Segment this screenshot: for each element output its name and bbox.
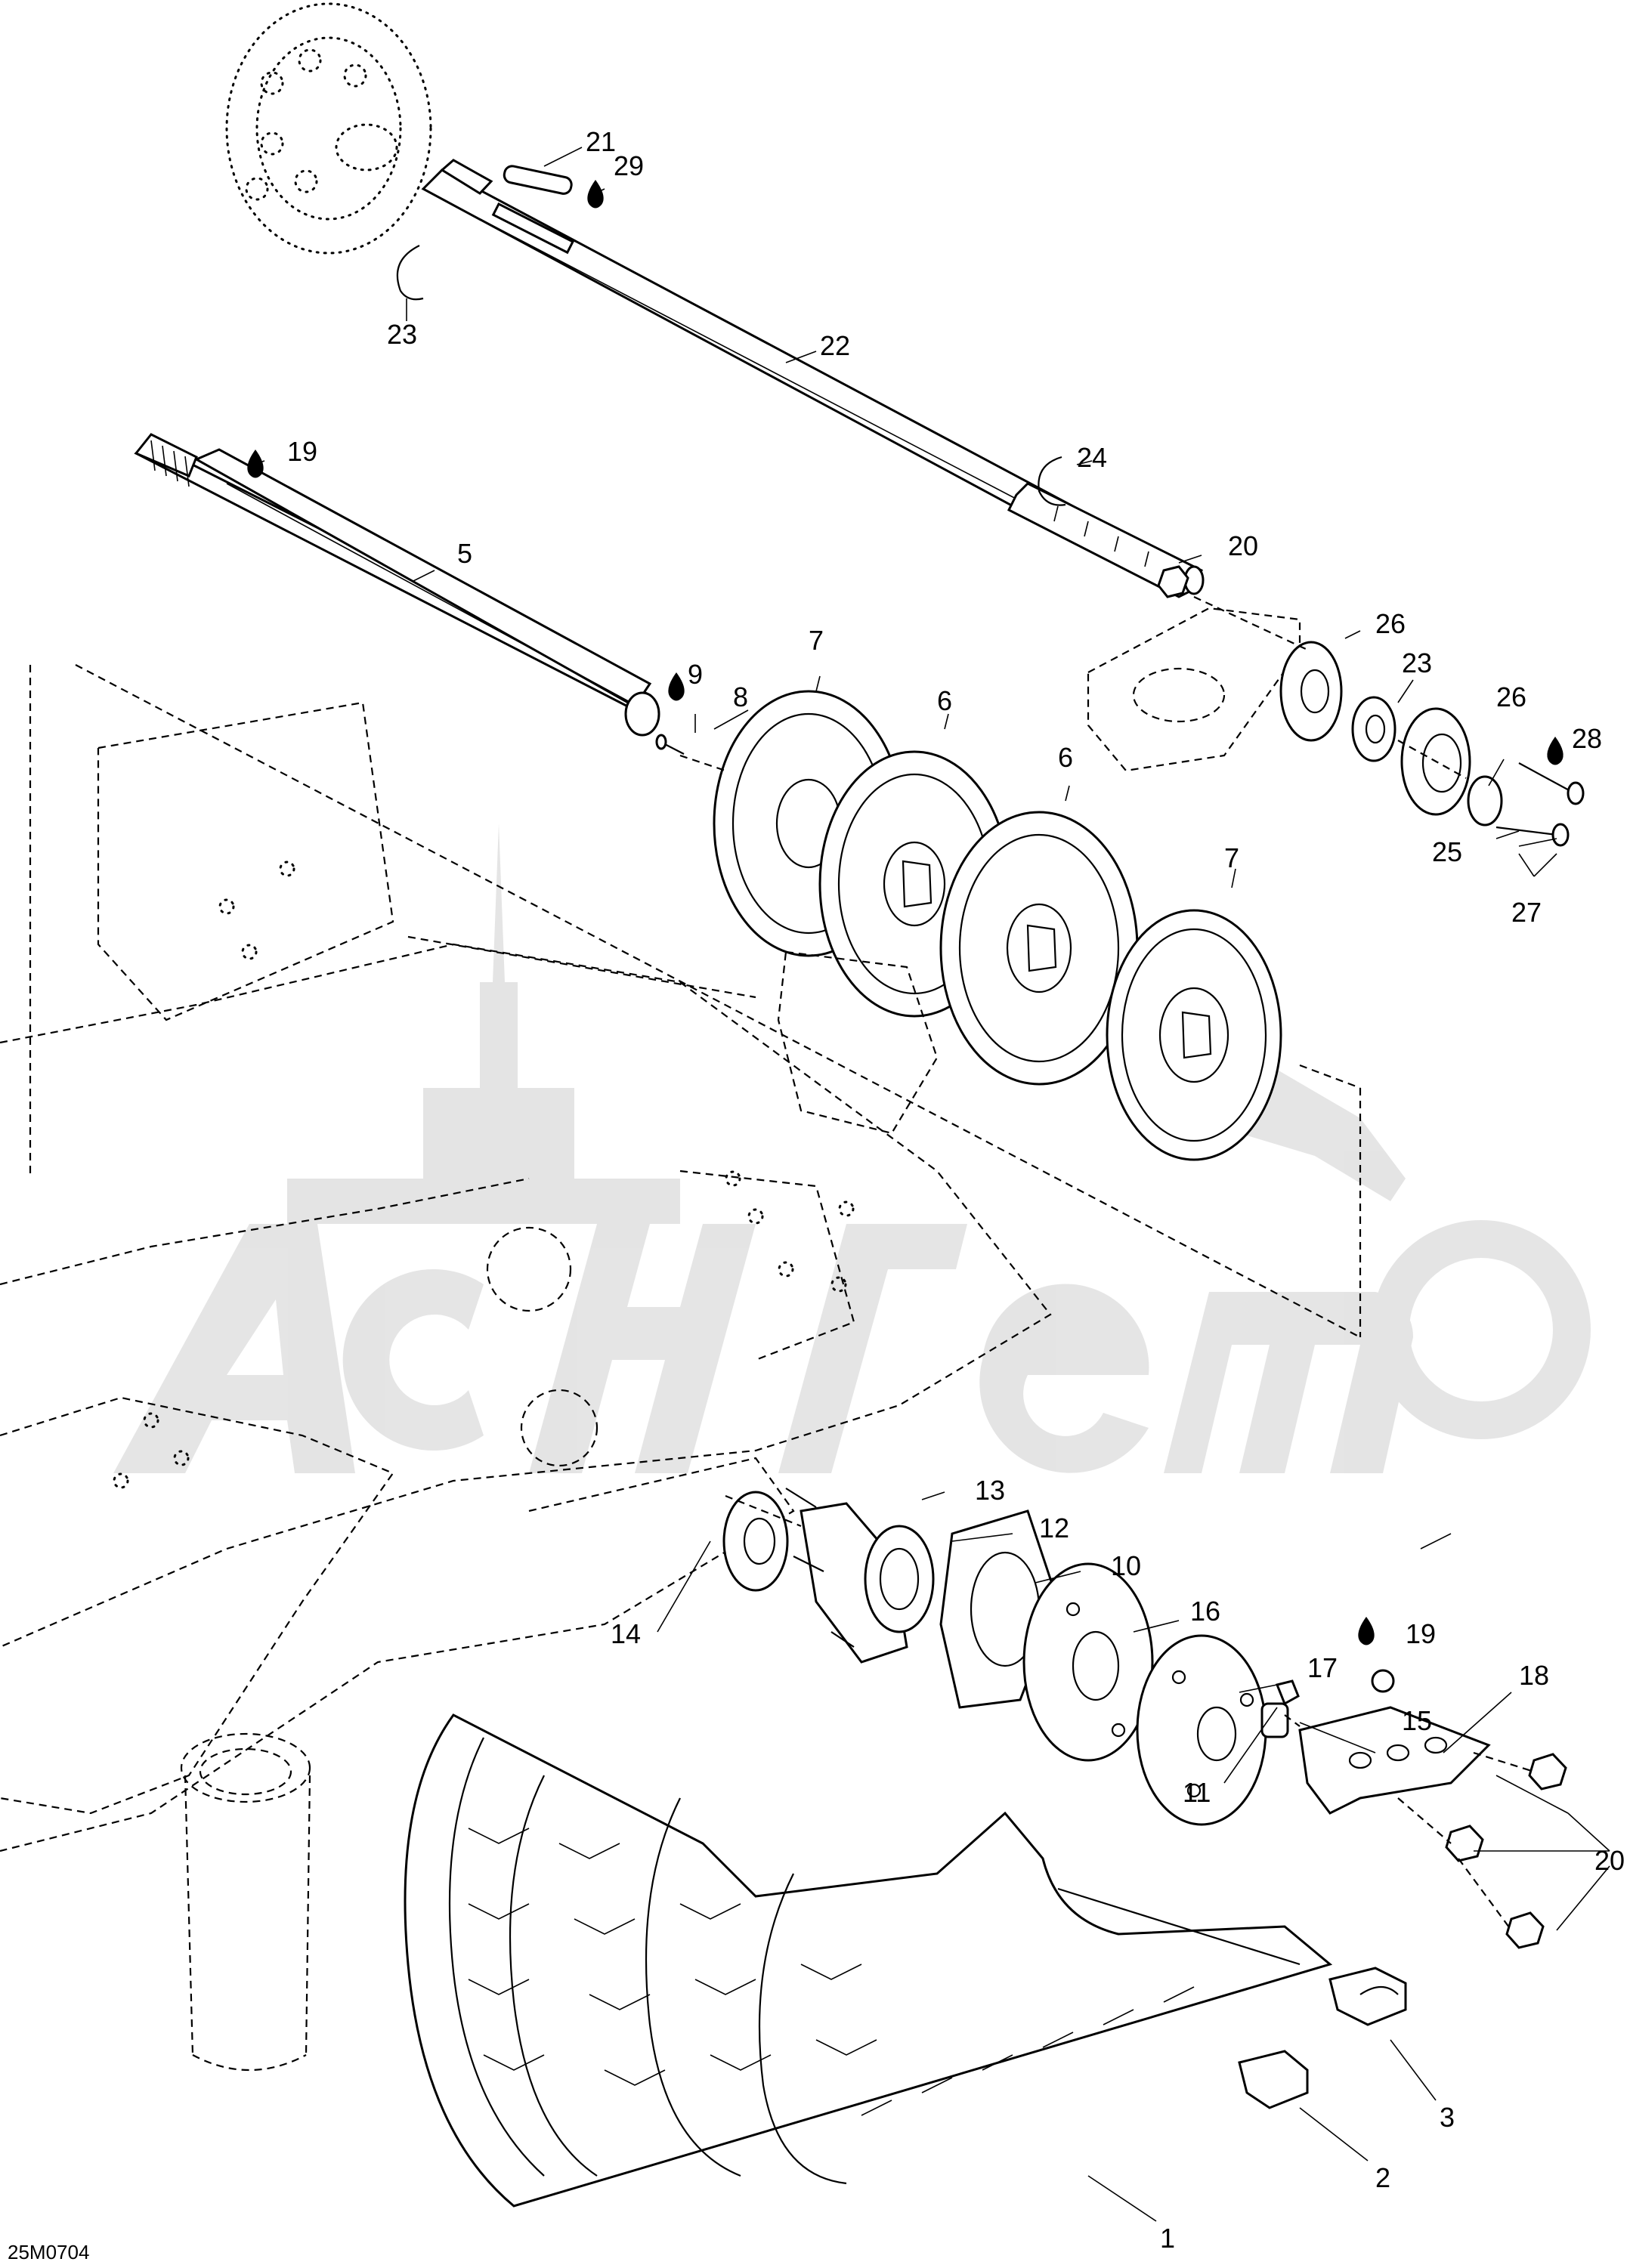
gasket xyxy=(1022,1562,1154,1762)
callout-21: 23 xyxy=(1402,647,1432,678)
callout-23: 23 xyxy=(387,319,417,350)
callout-29: 29 xyxy=(614,150,644,181)
callout-20: 20 xyxy=(1228,530,1258,561)
callout-7: 7 xyxy=(809,625,824,656)
callout-2: 2 xyxy=(1375,2162,1390,2193)
brake-disc-phantom xyxy=(225,2,432,255)
lubricant-icon xyxy=(668,672,685,701)
lubricant-icon xyxy=(1547,737,1564,765)
callout-22: 22 xyxy=(820,330,850,361)
drawing-code: 25M0704 xyxy=(8,2241,89,2263)
ball-bearing xyxy=(864,1525,935,1633)
callout-labels: 21 29 23 22 24 20 19 5 9 8 7 6 6 7 26 23… xyxy=(287,126,1625,2254)
callout-10: 10 xyxy=(1111,1550,1141,1581)
grease-fitting xyxy=(655,734,685,755)
lubricant-icon xyxy=(247,450,264,478)
callout-8: 8 xyxy=(733,681,748,712)
callout-24: 21 xyxy=(586,126,616,157)
callout-15: 15 xyxy=(1402,1705,1432,1736)
callout-9: 9 xyxy=(688,659,703,690)
screw xyxy=(1495,823,1570,847)
callout-20: 20 xyxy=(1594,1845,1625,1876)
circlip xyxy=(1038,456,1066,506)
lubricant-icon xyxy=(1358,1617,1375,1645)
callout-19: 19 xyxy=(287,436,317,467)
circlip xyxy=(396,245,424,301)
speed-sensor-bracket xyxy=(1298,1669,1491,1815)
callout-6: 6 xyxy=(1058,742,1073,773)
key xyxy=(503,165,573,195)
callout-7: 7 xyxy=(1224,842,1239,873)
callout-11: 11 xyxy=(1183,1777,1211,1808)
screw xyxy=(1518,762,1585,805)
leader-lines xyxy=(252,147,1610,2222)
callout-28: 28 xyxy=(1572,723,1602,754)
callout-17: 17 xyxy=(1307,1652,1338,1683)
nut xyxy=(1505,1911,1545,1949)
callout-27: 27 xyxy=(1511,897,1542,928)
spring xyxy=(1260,1702,1289,1738)
callout-18: 18 xyxy=(1519,1660,1549,1691)
callout-14: 14 xyxy=(611,1618,641,1649)
track-clip xyxy=(1328,1967,1407,2026)
spacer xyxy=(722,1491,789,1592)
bearing xyxy=(1351,696,1396,762)
bracket-phantom xyxy=(1087,607,1301,772)
chassis-phantom xyxy=(0,664,1361,2071)
drive-axle xyxy=(134,433,660,737)
callout-13: 13 xyxy=(975,1475,1005,1506)
o-ring xyxy=(1467,775,1503,827)
bearing-cover xyxy=(1136,1634,1267,1826)
nut xyxy=(1157,565,1189,598)
callout-23: 24 xyxy=(1077,442,1107,473)
callout-25: 25 xyxy=(1432,836,1462,867)
callout-6: 6 xyxy=(937,685,952,716)
sprocket-outer xyxy=(1106,909,1282,1161)
callout-3: 3 xyxy=(1440,2102,1455,2133)
callout-26: 26 xyxy=(1496,681,1526,712)
callout-16: 16 xyxy=(1190,1596,1220,1627)
callout-1: 1 xyxy=(1160,2223,1175,2254)
track xyxy=(404,1713,1333,2208)
nut xyxy=(1528,1753,1567,1791)
sprocket-inner xyxy=(939,811,1139,1086)
callout-5: 5 xyxy=(457,538,472,569)
grease-fitting xyxy=(1275,1679,1300,1706)
nut xyxy=(1445,1825,1484,1862)
callout-26: 26 xyxy=(1375,608,1406,639)
lubricant-icon xyxy=(587,180,604,209)
plate xyxy=(1279,641,1343,742)
explode-lines xyxy=(679,596,1535,1931)
track-clip xyxy=(1238,2050,1309,2109)
callout-12: 12 xyxy=(1039,1513,1069,1543)
watermark xyxy=(113,823,1591,1473)
countershaft xyxy=(421,159,1205,598)
callout-19: 19 xyxy=(1406,1618,1436,1649)
